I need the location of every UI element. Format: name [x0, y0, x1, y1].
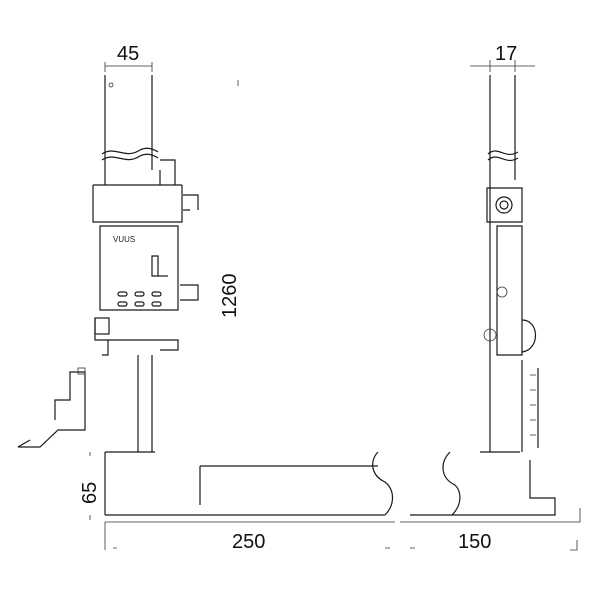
dim-label-250: 250 — [232, 531, 265, 553]
side-head — [486, 187, 523, 223]
scriber-arm — [18, 371, 86, 448]
side-break-2 — [487, 156, 519, 162]
break-line-2 — [101, 153, 159, 161]
base-inner — [199, 465, 378, 505]
dim-label-45: 45 — [117, 43, 139, 65]
button — [134, 301, 145, 307]
button — [134, 291, 145, 297]
dim-label-17: 17 — [495, 43, 517, 65]
side-knob-outer — [495, 196, 513, 214]
dim-label-65: 65 — [79, 482, 101, 504]
side-base — [410, 451, 556, 516]
head-clamp — [159, 159, 176, 185]
head-block — [92, 185, 183, 223]
dimension-top-left: 45 — [104, 43, 153, 72]
slider-body — [99, 225, 179, 311]
dimension-top-right: 17 — [470, 43, 535, 72]
side-view — [410, 75, 556, 516]
button — [117, 291, 128, 297]
dim-label-150: 150 — [458, 531, 491, 553]
dimension-base-height: 65 — [79, 452, 101, 520]
column-hole — [108, 82, 114, 88]
dim-label-1260: 1260 — [219, 274, 241, 319]
scale-ticks — [530, 374, 536, 436]
head-knob — [183, 194, 199, 211]
side-lever — [521, 319, 536, 353]
front-view: VUUS — [17, 75, 394, 516]
side-screw — [483, 328, 497, 342]
side-slider — [496, 225, 523, 356]
break-line — [101, 147, 159, 155]
side-knob — [180, 284, 199, 301]
dimension-base-depth: 150 — [400, 508, 581, 553]
jaw-tip — [102, 340, 109, 356]
side-break — [487, 150, 519, 156]
button — [117, 301, 128, 307]
side-knob-inner — [499, 200, 509, 210]
scriber-clamp — [77, 367, 86, 375]
dimension-base-length: 250 — [104, 521, 395, 553]
button — [151, 291, 162, 297]
button — [151, 301, 162, 307]
jaw-square — [94, 317, 110, 335]
dimension-height: 1260 — [219, 80, 241, 318]
scriber-point — [17, 439, 31, 448]
base-end — [372, 451, 394, 516]
side-dial — [496, 286, 508, 298]
side-scale — [521, 360, 539, 452]
slider-slot — [151, 255, 159, 277]
panel-tag: VUUS — [113, 235, 135, 244]
